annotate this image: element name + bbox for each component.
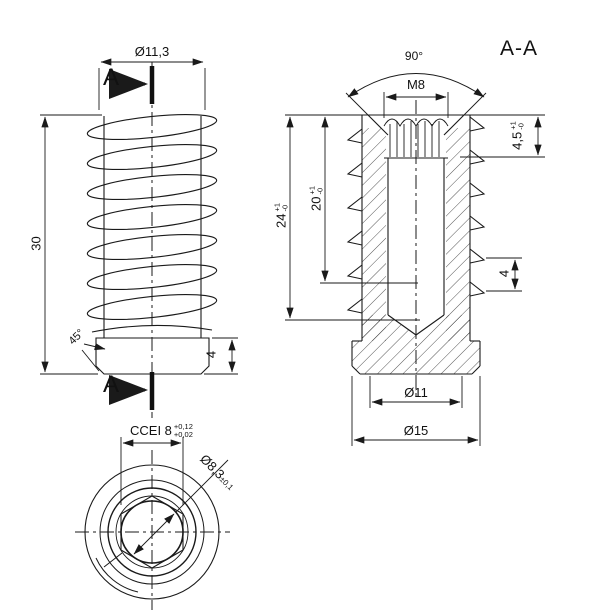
dim-thread-pitch: 4 xyxy=(496,264,512,284)
dim-hex-socket-tol-dn: +0,02 xyxy=(173,429,193,439)
side-view-dimensions xyxy=(40,58,238,375)
dim-collar-height-text: 4 xyxy=(203,350,219,359)
dim-thread-depth: 4,5 +1 -0 xyxy=(509,114,526,158)
section-view-drawing xyxy=(346,114,486,375)
side-view-centerline-and-cut xyxy=(109,62,155,418)
dim-thread-depth-tol-dn: -0 xyxy=(516,123,525,130)
dim-hex-socket: CCEI 8 +0,12 +0,02 xyxy=(130,423,193,438)
dim-hex-socket-tol-up: +0,12 xyxy=(173,422,193,431)
cut-letter-top: A xyxy=(103,66,119,90)
section-teeth-right xyxy=(469,116,486,297)
cut-letter-top-text: A xyxy=(103,64,120,91)
section-view-hatching xyxy=(352,128,480,374)
bottom-view-drawing xyxy=(75,450,230,610)
dim-bore-depth-tol-dn: -0 xyxy=(315,187,324,195)
dim-core-diameter-text: Ø11 xyxy=(404,385,428,400)
side-view-thread-helix xyxy=(86,113,218,333)
dim-insert-length-tol-dn: -0 xyxy=(280,204,289,212)
dim-outer-diameter-text: Ø11,3 xyxy=(134,44,170,59)
section-title-text: A-A xyxy=(500,37,539,60)
dim-hex-socket-value: CCEI 8 xyxy=(130,423,172,438)
section-teeth-left xyxy=(346,128,363,314)
dim-total-length-text: 30 xyxy=(28,236,44,251)
dim-thread-pitch-text: 4 xyxy=(496,269,512,278)
dim-bore-depth: 20 +1 -0 xyxy=(308,177,325,221)
dim-countersink-angle-text: 90° xyxy=(404,49,424,63)
dim-total-length: 30 xyxy=(28,234,44,254)
section-view-dimensions xyxy=(285,73,545,446)
side-view-collar xyxy=(95,337,210,375)
dim-thread: M8 xyxy=(398,78,434,91)
dim-countersink-angle: 90° xyxy=(396,50,432,63)
section-collar xyxy=(351,340,481,375)
dim-collar-height: 4 xyxy=(203,345,219,365)
section-title: A-A xyxy=(500,38,538,59)
dim-insert-length: 24 +1 -0 xyxy=(273,194,290,238)
cut-letter-bottom-text: A xyxy=(103,371,120,398)
dim-thread-depth-value: 4,5 xyxy=(509,131,525,150)
dim-collar-diameter-text: Ø15 xyxy=(403,423,429,438)
dim-outer-diameter: Ø11,3 xyxy=(122,45,182,58)
dim-insert-length-value: 24 xyxy=(273,213,289,229)
cut-letter-bottom: A xyxy=(103,373,119,397)
bottom-view-dimensions xyxy=(120,437,229,555)
dim-bore-depth-value: 20 xyxy=(308,196,324,212)
dim-thread-text: M8 xyxy=(406,77,426,92)
side-view-drawing xyxy=(86,113,218,375)
dim-core-diameter: Ø11 xyxy=(386,386,446,399)
dim-collar-diameter: Ø15 xyxy=(386,424,446,437)
